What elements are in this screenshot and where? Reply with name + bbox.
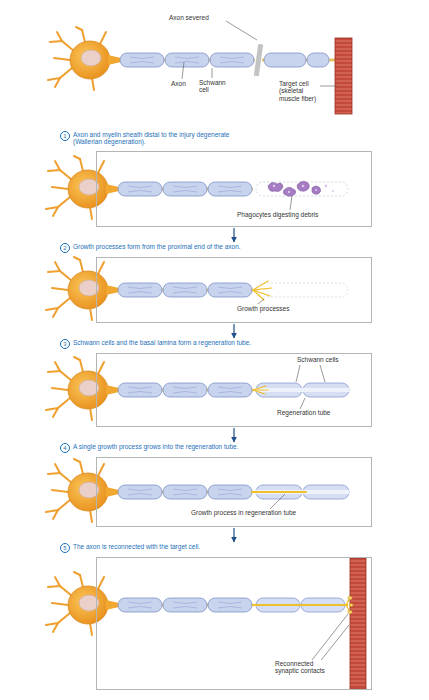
callout-number: 2 bbox=[60, 243, 70, 253]
intact-neuron bbox=[48, 21, 352, 114]
step-caption-row: 4A single growth process grows into the … bbox=[60, 443, 239, 453]
muscle-fiber bbox=[350, 558, 366, 689]
part-label: Regeneration tube bbox=[276, 409, 332, 416]
panel-2-illustration bbox=[46, 257, 348, 320]
panel-5-illustration bbox=[46, 558, 366, 689]
panel-4-illustration bbox=[46, 459, 349, 522]
step-caption: Axon and myelin sheath distal to the inj… bbox=[73, 131, 260, 146]
callout-number: 1 bbox=[60, 131, 70, 141]
step-caption-row: 1Axon and myelin sheath distal to the in… bbox=[60, 131, 260, 146]
part-label: Schwann cells bbox=[296, 356, 340, 363]
part-label: Target cell (skeletal muscle fiber) bbox=[278, 80, 320, 102]
step-arrow bbox=[233, 228, 234, 242]
step-caption: Schwann cells and the basal lamina form … bbox=[73, 339, 251, 346]
callout-number: 4 bbox=[60, 443, 70, 453]
step-panel: 2Growth processes form from the proximal… bbox=[60, 243, 372, 323]
callout-number: 3 bbox=[60, 339, 70, 349]
part-label: Axon severed bbox=[168, 14, 210, 21]
part-label: Reconnected synaptic contacts bbox=[274, 660, 326, 675]
step-caption-row: 3Schwann cells and the basal lamina form… bbox=[60, 339, 251, 349]
part-label: Growth processes bbox=[236, 305, 290, 312]
step-caption-row: 5The axon is reconnected with the target… bbox=[60, 543, 200, 553]
step-caption-row: 2Growth processes form from the proximal… bbox=[60, 243, 241, 253]
step-panel: 1Axon and myelin sheath distal to the in… bbox=[60, 131, 372, 227]
cut-mark bbox=[254, 44, 263, 76]
step-panel: 4A single growth process grows into the … bbox=[60, 443, 372, 527]
panel-3-illustration bbox=[46, 357, 349, 420]
panel-frame bbox=[96, 457, 372, 527]
callout-number: 5 bbox=[60, 543, 70, 553]
step-panel: 5The axon is reconnected with the target… bbox=[60, 543, 372, 690]
step-panel: 3Schwann cells and the basal lamina form… bbox=[60, 339, 372, 427]
step-arrow bbox=[233, 324, 234, 338]
step-caption: A single growth process grows into the r… bbox=[73, 443, 239, 450]
panel-1-illustration bbox=[46, 156, 348, 219]
step-caption: The axon is reconnected with the target … bbox=[73, 543, 200, 550]
part-label: Phagocytes digesting debris bbox=[236, 211, 319, 218]
muscle-fiber bbox=[335, 38, 352, 114]
panel-frame bbox=[96, 257, 372, 323]
step-arrow bbox=[233, 428, 234, 442]
panel-frame bbox=[96, 557, 372, 690]
step-arrow bbox=[233, 528, 234, 542]
panel-frame bbox=[96, 151, 372, 227]
part-label: Axon bbox=[170, 80, 187, 87]
part-label: Growth process in regeneration tube bbox=[190, 509, 297, 516]
step-caption: Growth processes form from the proximal … bbox=[73, 243, 241, 250]
part-label: Schwann cell bbox=[198, 79, 230, 94]
